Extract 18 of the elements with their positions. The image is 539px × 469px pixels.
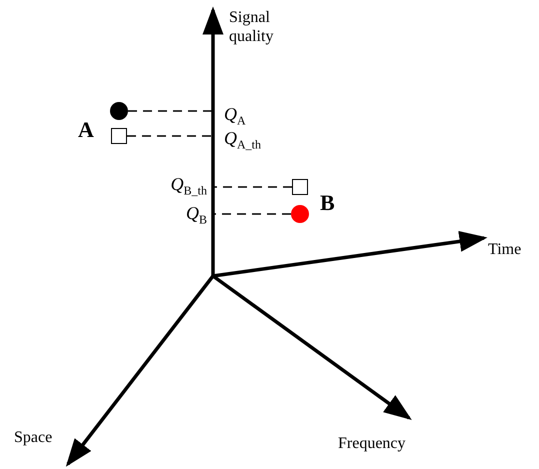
value-label: Q$_{B}$	[150, 203, 213, 225]
leader-line	[213, 186, 292, 188]
axis-label: Signal quality	[229, 8, 274, 46]
leader-line	[127, 135, 214, 137]
point-label: A	[78, 120, 94, 139]
leader-line	[213, 213, 291, 215]
threshold-marker	[111, 128, 127, 144]
point-label: B	[320, 193, 335, 212]
value-label: Q$_{B_th}$	[150, 174, 213, 196]
axis-label: Space	[14, 428, 52, 447]
value-label: Q$_{A_th}$	[214, 128, 284, 150]
point-marker	[291, 205, 309, 223]
leader-line	[128, 110, 214, 112]
axis-label: Frequency	[338, 434, 406, 453]
threshold-marker	[292, 179, 308, 195]
point-marker	[110, 102, 128, 120]
value-label: Q$_{A}$	[214, 104, 274, 126]
axis-label: Time	[488, 240, 522, 259]
